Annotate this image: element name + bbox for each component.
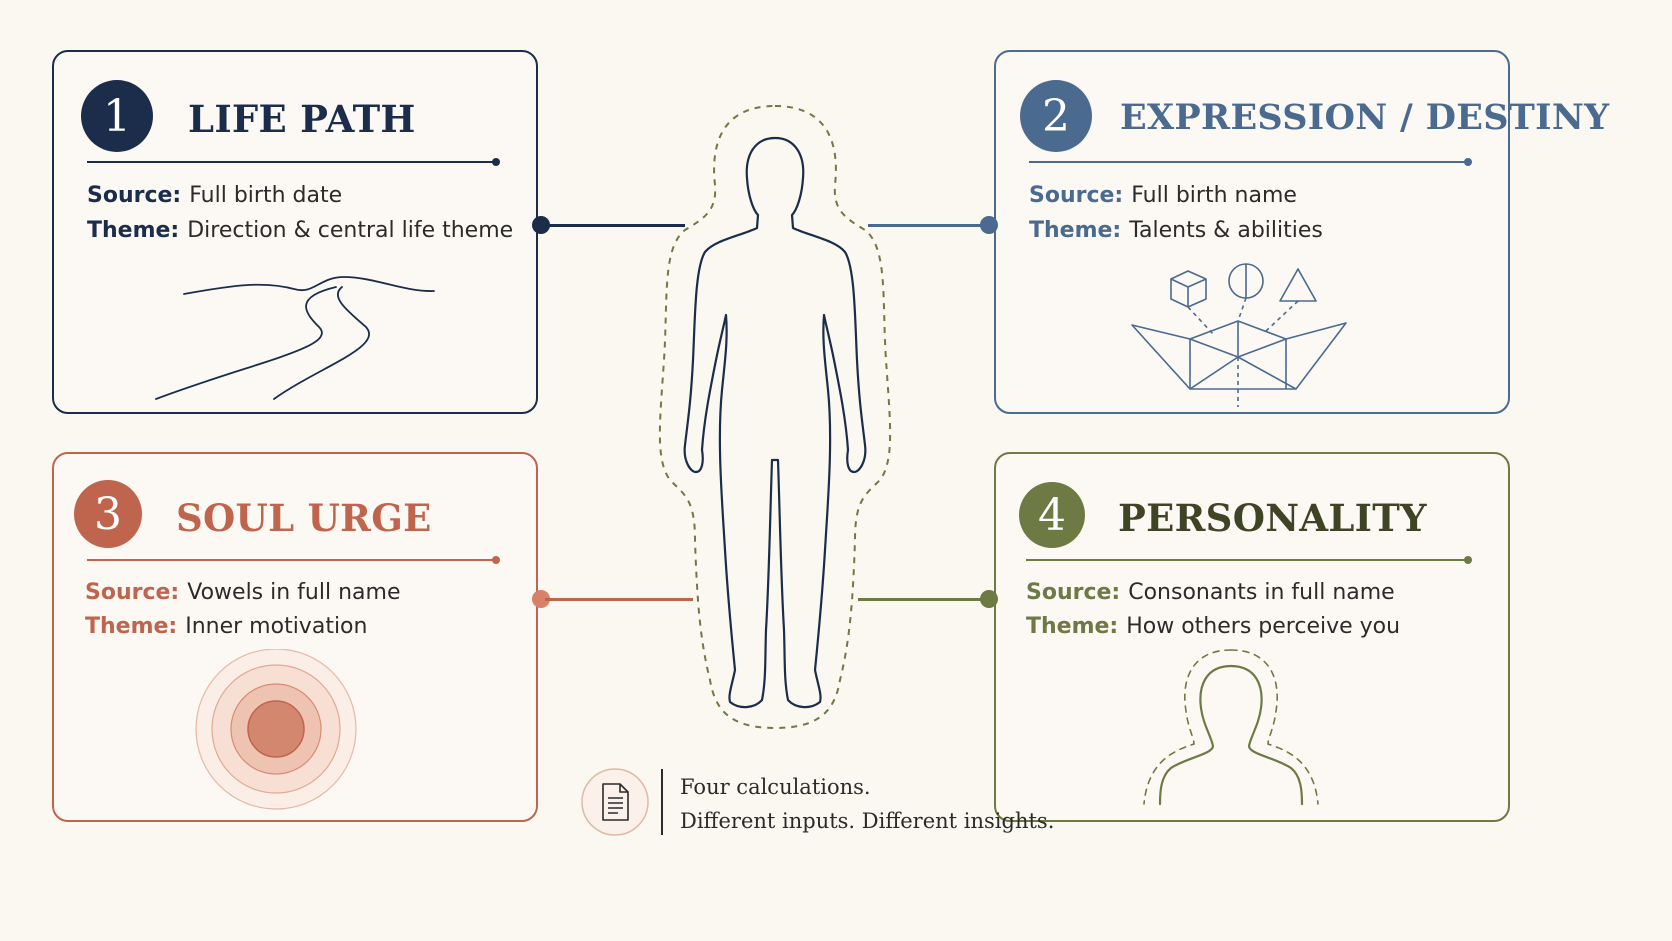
source-row: Source:Consonants in full name <box>1026 580 1395 605</box>
divider <box>1026 556 1472 564</box>
card-expression-destiny: 2 EXPRESSION / DESTINY Source:Full birth… <box>994 50 1609 414</box>
theme-row: Theme:Talents & abilities <box>1029 218 1323 243</box>
card-title: SOUL URGE <box>176 496 432 540</box>
human-silhouette-icon <box>658 104 892 730</box>
number-badge: 1 <box>81 80 153 152</box>
geometric-shapes-icon <box>1131 263 1347 407</box>
card-title: PERSONALITY <box>1118 496 1427 540</box>
card-soul-urge: 3 SOUL URGE Source:Vowels in full name T… <box>52 452 538 822</box>
divider <box>1029 158 1472 166</box>
connector-dot <box>980 590 998 608</box>
number-badge: 3 <box>74 480 142 548</box>
connector-line <box>858 598 986 601</box>
footer-divider <box>661 769 663 835</box>
number-badge: 2 <box>1020 80 1092 152</box>
connector-dot <box>532 590 550 608</box>
theme-row: Theme:How others perceive you <box>1026 614 1401 639</box>
connector-line <box>545 224 685 227</box>
connector-line <box>545 598 693 601</box>
person-bust-icon <box>1143 649 1319 806</box>
connector-dot <box>532 216 550 234</box>
card-personality: 4 PERSONALITY Source:Consonants in full … <box>994 452 1510 822</box>
winding-path-icon <box>155 276 435 400</box>
card-title: EXPRESSION / DESTINY <box>1120 97 1610 138</box>
card-life-path: 1 LIFE PATH Source:Full birth date Theme… <box>52 50 538 414</box>
source-row: Source:Full birth name <box>1029 183 1297 208</box>
divider <box>87 158 500 166</box>
source-row: Source:Vowels in full name <box>85 580 401 605</box>
theme-row: Theme:Inner motivation <box>85 614 368 639</box>
card-title: LIFE PATH <box>188 97 416 141</box>
connector-dot <box>980 216 998 234</box>
concentric-circles-icon <box>195 649 357 810</box>
document-icon <box>581 768 649 836</box>
footer-line-2: Different inputs. Different insights. <box>680 809 1055 833</box>
source-row: Source:Full birth date <box>87 183 343 208</box>
footer-caption: Four calculations. Different inputs. Dif… <box>680 770 1054 838</box>
footer-line-1: Four calculations. <box>680 775 871 799</box>
number-badge: 4 <box>1019 482 1085 548</box>
connector-line <box>868 224 986 227</box>
divider <box>87 556 500 564</box>
theme-row: Theme:Direction & central life theme <box>87 218 514 243</box>
